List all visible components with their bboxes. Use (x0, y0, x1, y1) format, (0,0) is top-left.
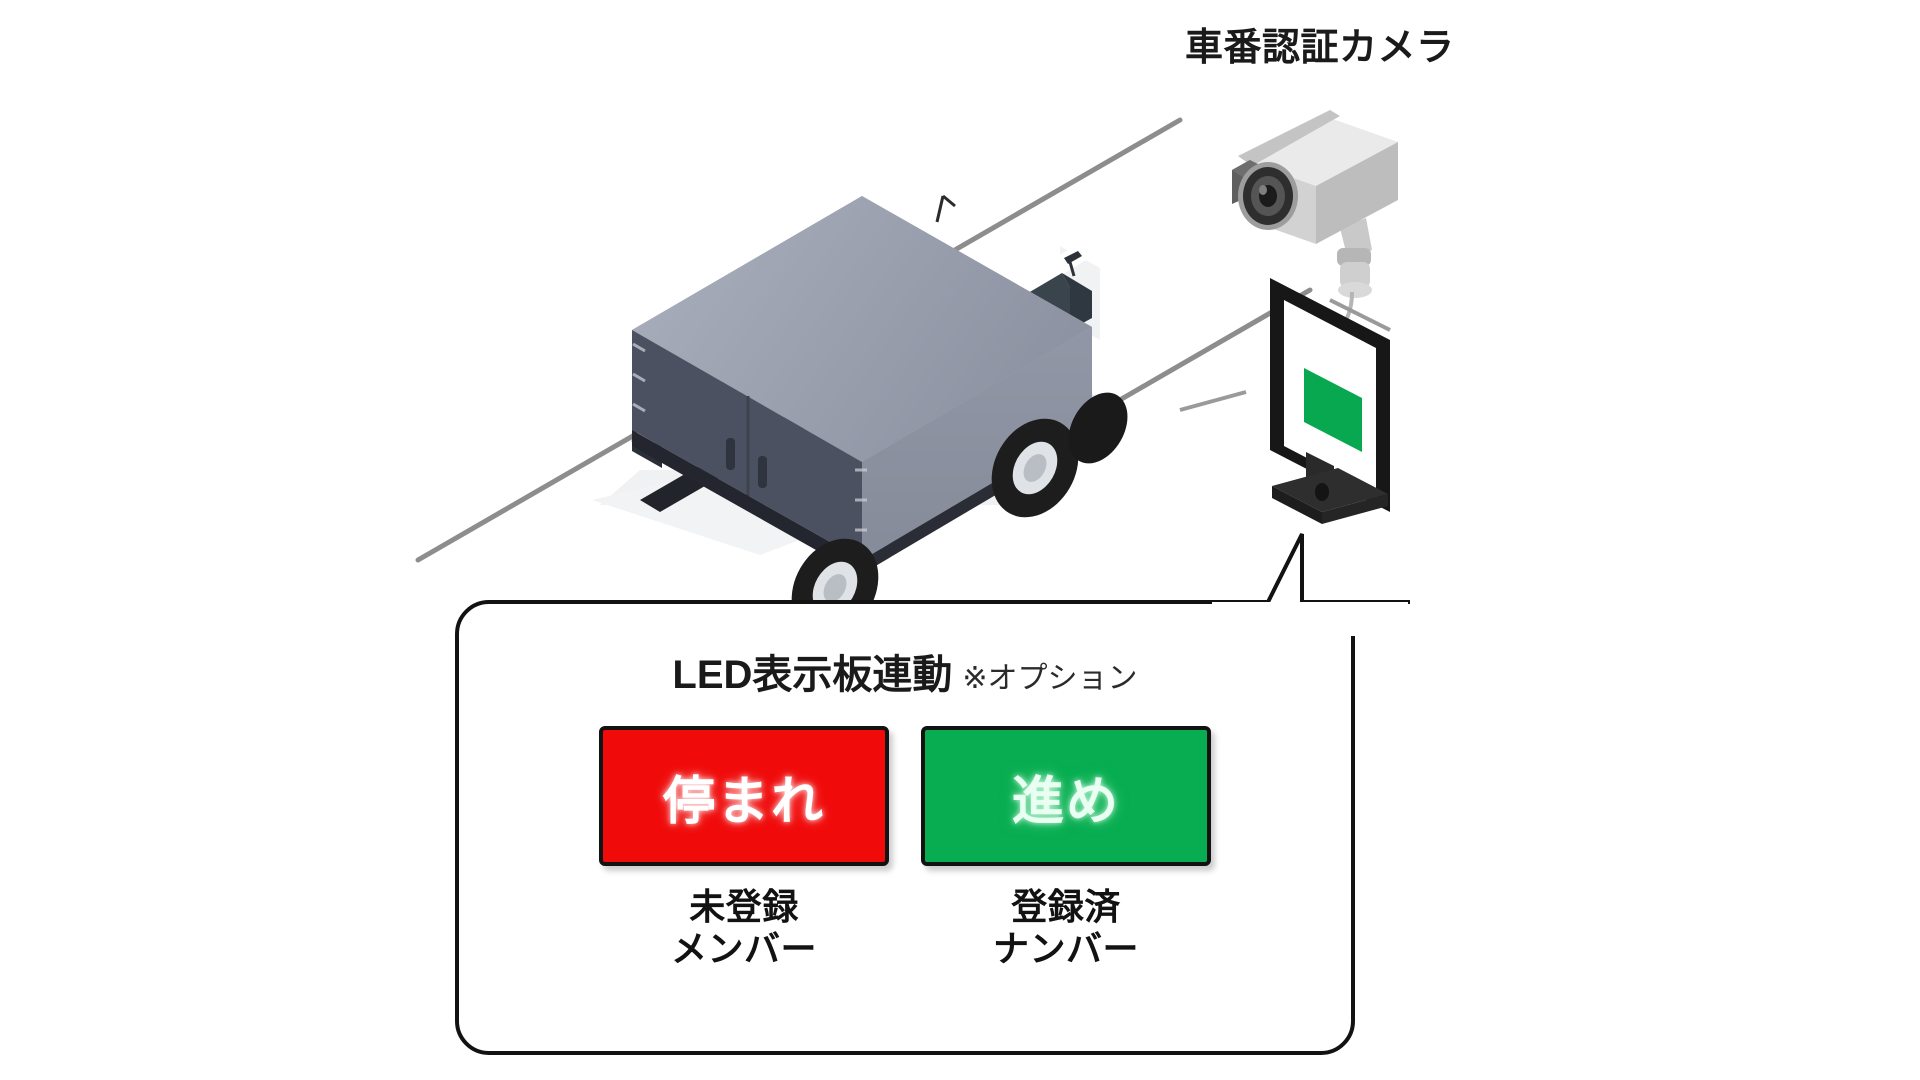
callout-heading-note: ※オプション (962, 662, 1138, 695)
box-truck-icon (631, 194, 1128, 638)
led-sign-row: 停まれ 未登録 メンバー 進め 登録済 ナンバー (599, 726, 1211, 971)
led-sign-stop-caption-line2: メンバー (670, 928, 817, 970)
truck-antenna (935, 194, 956, 223)
led-sign-go[interactable]: 進め (921, 726, 1211, 866)
cctv-camera-icon (1232, 110, 1398, 334)
monitor-green-display (1304, 368, 1362, 452)
callout-heading: LED表示板連動 ※オプション (672, 642, 1137, 700)
led-callout-box: LED表示板連動 ※オプション 停まれ 未登録 メンバー (455, 600, 1355, 1055)
camera-caption-label: 車番認証カメラ (1185, 27, 1455, 69)
led-sign-go-caption: 登録済 ナンバー (993, 886, 1139, 971)
led-sign-stop[interactable]: 停まれ (599, 726, 889, 866)
led-sign-group-registered: 進め 登録済 ナンバー (921, 726, 1211, 971)
led-sign-go-caption-line1: 登録済 (1011, 886, 1121, 927)
led-sign-stop-caption: 未登録 メンバー (671, 886, 817, 971)
led-sign-stop-caption-line1: 未登録 (689, 886, 799, 927)
led-sign-stop-text: 停まれ (662, 772, 825, 831)
led-sign-go-caption-line2: ナンバー (992, 928, 1139, 970)
callout-heading-main: LED表示板連動 (672, 653, 953, 697)
led-sign-go-text: 進め (1011, 772, 1120, 831)
truck-wheel-front (991, 418, 1079, 518)
led-sign-group-unregistered: 停まれ 未登録 メンバー (599, 726, 889, 971)
monitor-icon (1179, 278, 1391, 524)
